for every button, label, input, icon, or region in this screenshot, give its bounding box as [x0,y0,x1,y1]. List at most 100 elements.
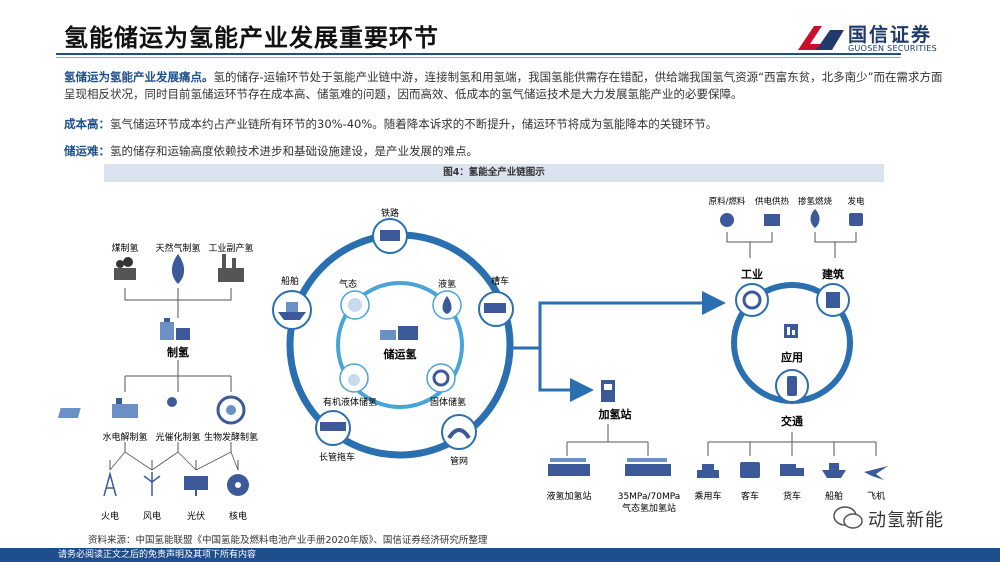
ship-transport-icon [822,463,846,478]
intro-p1-heading: 氢储运为氢能产业发展痛点。 [64,70,214,84]
industry-node [735,283,769,317]
liquid-drop-icon [442,296,452,314]
label-industry: 工业 [741,267,763,281]
intro-p2-text: 氢气储运环节成本约占产业链所有环节的30%-40%。随着降本诉求的不断提升，储运… [110,117,718,131]
label-gas-hydrogen: 天然气制氢 [155,242,200,254]
label-truck: 货车 [783,490,801,502]
label-bus: 客车 [741,490,759,502]
combustion-icon [810,209,820,228]
transport-node [775,369,809,403]
solar-panel-icon [184,476,208,496]
intro-paragraph-1: 氢储运为氢能产业发展痛点。氢的储存-运输环节处于氢能产业链中游，连接制氢和用氢端… [64,69,944,103]
plane-icon [864,466,888,480]
label-photocatalysis: 光催化制氢 [155,431,200,443]
logo-english: GUOSEN SECURITIES [848,44,937,53]
label-organic-liquid: 有机液体储氢 [323,396,377,408]
thermal-power-icon [103,471,117,497]
bio-fermentation-icon [216,395,246,425]
gas-station-icon [625,458,671,476]
train-icon [380,230,400,241]
page-title: 氢能储运为氢能产业发展重要环节 [64,24,439,52]
intro-p3-text: 氢的储存和运输高度依赖技术进步和基础设施建设，是产业发展的难点。 [110,144,478,158]
organic-liquid-node [339,363,369,393]
building-icon [826,292,840,308]
pipeline-node [441,414,477,450]
label-production-hub: 制氢 [167,345,189,359]
label-ship: 船舶 [281,275,299,287]
ship-icon [278,312,306,320]
intro-p3-heading: 储运难： [64,144,110,158]
wind-power-icon [143,472,161,496]
label-feedstock: 原料/燃料 [709,196,746,207]
tank-truck-node [478,291,514,327]
label-solid-storage: 固体储氢 [430,396,466,408]
label-liquid: 液氢 [438,278,456,290]
car-icon [697,464,719,478]
liquid-station-icon [548,458,590,476]
gaseous-node [340,290,370,320]
guosen-logo-icon [798,26,844,50]
footer-disclaimer: 请务必阅读正文之后的免责声明及其项下所有内容 [58,550,257,560]
truck-icon [780,464,804,476]
label-transport: 交通 [781,414,803,428]
label-generation: 发电 [847,196,865,207]
inner-state-ring [336,281,464,409]
figure-caption: 图4：氢能全产业链图示 [104,164,884,182]
fuel-pump-icon [601,380,615,402]
electrolysis-icon [112,398,138,418]
footer-bar: 请务必阅读正文之后的免责声明及其项下所有内容 [0,548,1000,562]
pipeline-icon [447,428,471,440]
label-ship-transport: 船舶 [825,490,843,502]
wechat-icon [833,506,863,529]
factory-icon [218,254,244,282]
label-nuclear: 核电 [229,510,247,522]
solid-storage-icon [432,369,450,387]
coal-icon [114,257,136,280]
intro-paragraph-3: 储运难：氢的储存和运输高度依赖技术进步和基础设施建设，是产业发展的难点。 [64,143,944,160]
organic-liquid-icon [348,374,360,386]
title-underline-thin [56,57,901,58]
label-building: 建筑 [822,267,844,281]
label-electrolysis: 水电解制氢 [102,431,147,443]
generator-icon [849,213,863,226]
production-section: 煤制氢 天然气制氢 工业副产氢 制氢 水电解制氢 光催化制氢 生物发酵制氢 [57,242,258,522]
label-pipeline: 管网 [450,455,468,467]
solid-storage-node [426,363,456,393]
tank-truck-icon [484,303,506,313]
ship-node [272,290,312,330]
label-tube-trailer: 长管拖车 [319,451,355,463]
label-station: 加氢站 [598,407,632,421]
logo-chinese: 国信证券 [848,24,933,46]
flow-arrows [512,291,726,402]
solar-catalysis-icon [57,397,177,418]
power-heat-icon [764,214,780,226]
bus-icon [740,462,760,478]
gas-flame-icon [171,254,185,284]
gear-icon [742,290,762,310]
traffic-light-icon [787,376,797,396]
feedstock-icon [720,213,734,227]
tube-trailer-icon [320,422,346,431]
intro-p1-text: 氢的储存-运输环节处于氢能产业链中游，连接制氢和用氢端，我国氢能供需存在错配，供… [64,70,943,101]
label-power-heat: 供电供热 [755,196,790,207]
hydrogen-plant-icon [160,318,190,340]
production-connectors [109,288,239,470]
intro-p2-heading: 成本高： [64,117,110,131]
label-tank-truck: 槽车 [491,275,509,287]
railway-node [372,218,408,254]
production-connectors-fan [109,451,239,471]
nuclear-icon [227,474,249,496]
storage-section: 储运氢 铁路 槽车 管网 长管拖车 船舶 气态 液氢 固体储氢 有机液体储氢 [272,207,514,467]
gas-icon [348,298,362,312]
building-node [816,283,850,317]
label-railway: 铁路 [381,207,399,219]
application-section: 原料/燃料 供电供热 掺氢燃烧 发电 工业 建筑 应用 交通 乘用车 [694,196,888,502]
tube-trailer-node [315,410,351,446]
label-pressure: 35MPa/70MPa [618,492,681,502]
watermark-text: 动氢新能 [868,510,944,531]
guosen-logo: 国信证券 GUOSEN SECURITIES [796,20,986,60]
watermark: 动氢新能 [832,503,992,533]
label-thermal: 火电 [101,510,119,522]
